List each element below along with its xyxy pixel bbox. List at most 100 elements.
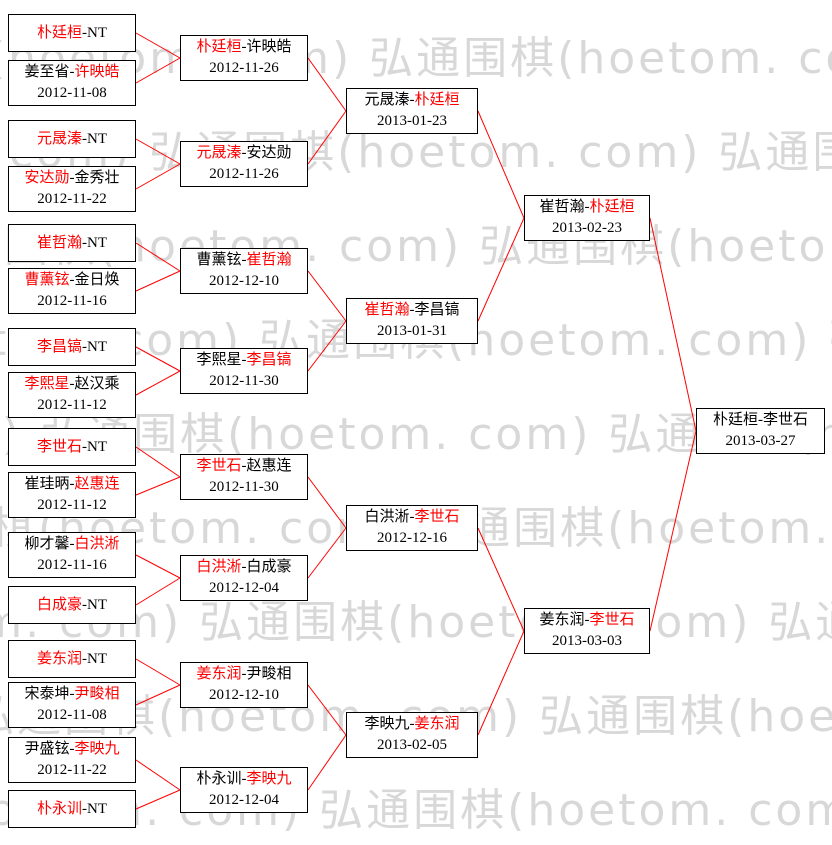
player-separator: - <box>69 476 75 492</box>
player-1: 曹薰铉 <box>24 272 70 288</box>
player-2: NT <box>87 338 107 355</box>
connector-line <box>135 577 181 606</box>
player-2: 李世石 <box>414 509 460 525</box>
player-1: 崔哲瀚 <box>364 302 410 318</box>
match-players: 元晟溱-朴廷桓 <box>364 90 459 111</box>
match-players: 崔哲瀚-NT <box>37 233 107 254</box>
player-1: 白洪淅 <box>364 509 410 525</box>
connector-line <box>477 527 525 632</box>
match-date: 2012-11-16 <box>37 293 107 309</box>
match-date: 2012-11-26 <box>209 60 279 76</box>
player-1: 姜东润 <box>36 650 82 667</box>
player-separator: - <box>82 338 87 355</box>
match-date: 2012-11-16 <box>37 557 107 573</box>
connector-line <box>477 630 525 736</box>
player-2: 李映九 <box>74 741 120 757</box>
match-box-r1-16: 朴永训-NT <box>8 790 136 828</box>
match-players: 姜至省-许映皓 <box>24 62 119 83</box>
connector-line <box>135 684 181 706</box>
player-separator: - <box>409 716 415 732</box>
match-date: 2012-12-04 <box>209 792 279 808</box>
match-date: 2012-11-30 <box>209 373 279 389</box>
player-separator: - <box>241 352 247 368</box>
player-1: 朴永训 <box>36 800 82 817</box>
player-2: 许映皓 <box>246 39 292 55</box>
match-box-r2-7: 姜东润-尹畯相 2012-12-10 <box>180 662 308 708</box>
match-players: 尹盛铉-李映九 <box>24 739 119 760</box>
match-box-r1-7: 李昌镐-NT <box>8 328 136 366</box>
connector-line <box>649 217 697 432</box>
connector-line <box>477 110 525 219</box>
connector-line <box>649 430 697 632</box>
player-2: 赵惠连 <box>246 458 292 474</box>
player-2: 李映九 <box>246 771 292 787</box>
player-1: 李熙星 <box>196 352 242 368</box>
connector-line <box>135 658 181 686</box>
match-players: 李映九-姜东润 <box>364 714 459 735</box>
match-date: 2012-12-16 <box>377 530 447 546</box>
player-separator: - <box>82 800 87 817</box>
match-box-r1-1: 朴廷桓-NT <box>8 14 136 52</box>
player-2: 朴廷桓 <box>414 92 460 108</box>
match-players: 白洪淅-白成豪 <box>196 557 291 578</box>
match-players: 元晟溱-安达勋 <box>196 143 291 164</box>
connector-line <box>135 789 181 810</box>
player-separator: - <box>69 741 75 757</box>
player-2: 崔哲瀚 <box>246 252 292 268</box>
match-players: 姜东润-尹畯相 <box>196 664 291 685</box>
player-2: NT <box>87 234 107 251</box>
player-2: 李昌镐 <box>246 352 292 368</box>
connector-line <box>135 32 181 59</box>
player-separator: - <box>241 458 247 474</box>
player-2: 尹畯相 <box>74 686 120 702</box>
match-players: 李熙星-赵汉乘 <box>24 374 119 395</box>
player-separator: - <box>409 92 415 108</box>
player-separator: - <box>69 64 75 80</box>
player-separator: - <box>584 612 590 628</box>
player-1: 朴廷桓 <box>712 412 758 428</box>
player-separator: - <box>82 438 87 455</box>
player-2: 许映皓 <box>74 64 120 80</box>
player-1: 李熙星 <box>24 376 70 392</box>
player-2: 赵汉乘 <box>74 376 120 392</box>
player-2: 金日焕 <box>74 272 120 288</box>
player-1: 安达勋 <box>24 170 70 186</box>
player-1: 李昌镐 <box>36 338 82 355</box>
connector-line <box>135 476 181 496</box>
player-2: 李昌镐 <box>414 302 460 318</box>
connector-line <box>135 163 181 190</box>
match-players: 李熙星-李昌镐 <box>196 350 291 371</box>
match-players: 崔哲瀚-李昌镐 <box>364 300 459 321</box>
player-separator: - <box>241 145 247 161</box>
match-players: 崔珪昞-赵惠连 <box>24 474 119 495</box>
match-box-r2-4: 李熙星-李昌镐 2012-11-30 <box>180 348 308 394</box>
player-1: 李世石 <box>36 438 82 455</box>
player-1: 尹盛铉 <box>24 741 70 757</box>
player-1: 柳才馨 <box>24 536 70 552</box>
player-2: 白成豪 <box>246 559 292 575</box>
match-date: 2012-11-08 <box>37 707 107 723</box>
match-date: 2012-11-08 <box>37 85 107 101</box>
player-separator: - <box>82 24 87 41</box>
connector-line <box>135 759 181 791</box>
player-1: 李映九 <box>364 716 410 732</box>
player-separator: - <box>69 170 75 186</box>
match-players: 朴廷桓-NT <box>37 23 107 44</box>
watermark-text: 弘通围棋(hoetom. com) 弘通围棋(hoetom. com) 弘通围棋… <box>0 33 832 84</box>
player-1: 元晟溱 <box>364 92 410 108</box>
player-separator: - <box>82 234 87 251</box>
player-separator: - <box>241 771 247 787</box>
match-date: 2012-12-10 <box>209 687 279 703</box>
player-2: NT <box>87 130 107 147</box>
player-2: NT <box>87 650 107 667</box>
connector-line <box>307 57 347 112</box>
connector-line <box>135 57 181 84</box>
